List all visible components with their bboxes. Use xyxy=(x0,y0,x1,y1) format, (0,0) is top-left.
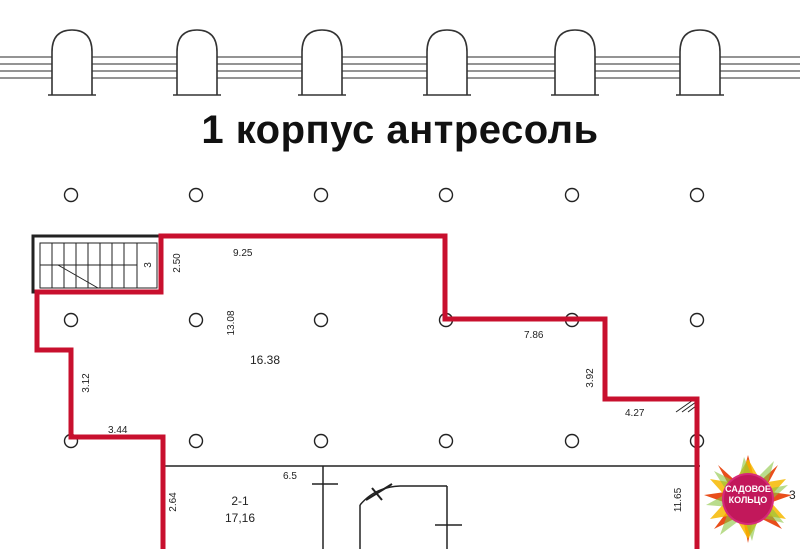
staircase xyxy=(31,234,163,294)
column-marker xyxy=(63,312,79,328)
dim-2-64: 2.64 xyxy=(168,492,179,512)
dim-3-44: 3.44 xyxy=(108,425,128,436)
facade-arch xyxy=(176,29,218,95)
facade-arch xyxy=(301,29,343,95)
dim-13-08: 13.08 xyxy=(226,310,237,335)
column-marker xyxy=(689,312,705,328)
column-marker xyxy=(188,312,204,328)
logo-text: САДОВОЕ КОЛЬЦО xyxy=(702,484,794,506)
logo-line-1: САДОВОЕ xyxy=(725,484,771,494)
dim-7-86: 7.86 xyxy=(524,330,544,341)
column-marker xyxy=(564,433,580,449)
facade-arch xyxy=(51,29,93,95)
dim-3-92: 3.92 xyxy=(585,368,596,388)
dim-3: 3 xyxy=(143,262,154,268)
column-marker xyxy=(689,187,705,203)
room-area: 17,16 xyxy=(225,511,255,525)
dim-3-12: 3.12 xyxy=(81,373,92,393)
facade-arch xyxy=(426,29,468,95)
columns xyxy=(63,187,705,449)
facade-band xyxy=(0,56,800,79)
sadovoe-koltso-logo: САДОВОЕ КОЛЬЦО xyxy=(702,453,794,545)
dim-4-27: 4.27 xyxy=(625,408,645,419)
column-marker xyxy=(188,433,204,449)
column-marker xyxy=(313,187,329,203)
column-marker xyxy=(438,187,454,203)
room-number: 2-1 xyxy=(231,494,249,508)
space-boundary xyxy=(34,233,700,549)
plan-title: 1 корпус антресоль xyxy=(201,108,599,152)
column-marker xyxy=(313,312,329,328)
facade-arches xyxy=(48,29,724,96)
logo-burst-icon xyxy=(704,455,792,543)
facade-arch xyxy=(679,29,721,95)
column-marker xyxy=(438,433,454,449)
logo-line-2: КОЛЬЦО xyxy=(728,495,768,505)
dim-11-65: 11.65 xyxy=(673,487,684,512)
interior-walls xyxy=(163,465,700,549)
column-marker xyxy=(63,187,79,203)
facade-arch xyxy=(554,29,596,95)
column-marker xyxy=(313,433,329,449)
logo-suffix: 3 xyxy=(789,488,796,502)
column-marker xyxy=(564,187,580,203)
dim-2-50: 2.50 xyxy=(172,253,183,273)
dim-16-38: 16.38 xyxy=(250,353,280,367)
column-marker xyxy=(188,187,204,203)
door-symbol xyxy=(365,483,393,501)
dim-6-5: 6.5 xyxy=(283,471,297,482)
dim-9-25: 9.25 xyxy=(233,248,253,259)
